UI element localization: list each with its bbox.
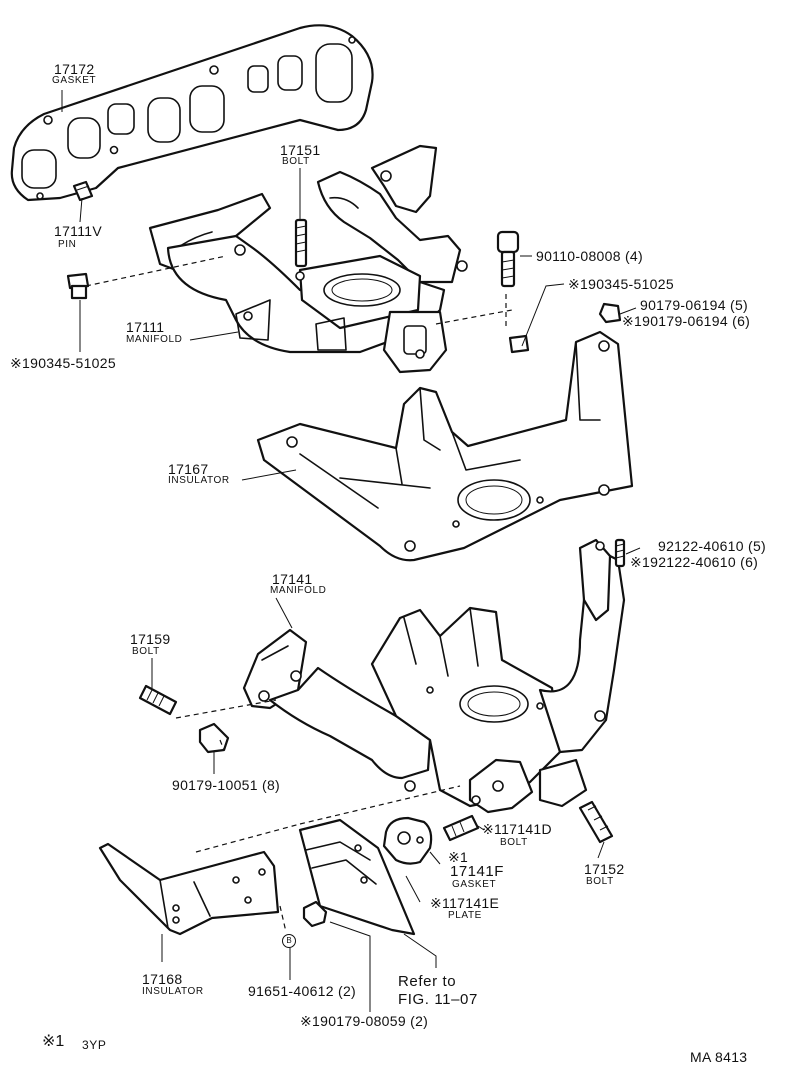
label-17168-number: 17168	[142, 971, 183, 987]
insulator-17168	[98, 842, 280, 936]
label-17141f-number: 17141F	[450, 863, 504, 880]
label-17111-number: 17111	[126, 319, 165, 335]
label-17152-name: BOLT	[586, 876, 614, 887]
label-91651-40612: 91651-40612 (2)	[248, 983, 357, 999]
label-17151-name: BOLT	[282, 156, 310, 167]
gasket-17141f	[382, 816, 433, 865]
label-90179-10051: 90179-10051 (8)	[172, 777, 281, 793]
label-17152-number: 17152	[584, 861, 625, 877]
label-90179-06194-b: ※190179-06194 (6)	[622, 313, 751, 329]
label-17159-name: BOLT	[132, 646, 160, 657]
label-17111-name: MANIFOLD	[126, 334, 183, 345]
label-17141d-number: ※117141D	[482, 821, 552, 837]
label-17141e-name: PLATE	[448, 910, 482, 921]
label-17141f-mark: ※1	[448, 849, 469, 865]
stud-left-190345	[66, 272, 90, 300]
label-17151-number: 17151	[280, 142, 321, 158]
bolt-90110-08008	[496, 230, 520, 288]
figure-code: MA 8413	[690, 1049, 748, 1065]
label-17111v-number: 17111V	[54, 223, 102, 239]
stud-right-190345	[508, 334, 530, 354]
label-17141e-number: ※117141E	[430, 895, 500, 911]
label-17141-name: MANIFOLD	[270, 585, 327, 596]
label-17141f-name: GASKET	[452, 879, 497, 890]
intake-gasket-17172	[10, 24, 374, 202]
legend-mark: ※1	[42, 1033, 65, 1050]
label-17111v-name: PIN	[58, 239, 77, 250]
insulator-17167	[256, 330, 634, 562]
nut-90179-08059	[302, 900, 328, 928]
label-92122-a: 92122-40610 (5)	[658, 538, 767, 554]
label-stud-left: ※190345-51025	[10, 355, 116, 371]
nut-90179-06194	[598, 302, 622, 324]
refer-to-line2: FIG. 11–07	[398, 991, 478, 1008]
label-stud-right: ※190345-51025	[568, 276, 674, 292]
label-90179-08059: ※190179-08059 (2)	[300, 1013, 429, 1029]
label-17141d-name: BOLT	[500, 837, 528, 848]
lower-manifold-17141	[242, 538, 626, 814]
heat-plate-ref-11-07	[298, 818, 416, 936]
label-92122-b: ※192122-40610 (6)	[630, 554, 759, 570]
label-17168-name: INSULATOR	[142, 986, 204, 997]
leader-lines	[61, 90, 641, 1012]
upper-manifold-17111	[148, 144, 468, 374]
pin-17111v	[72, 180, 94, 202]
label-17167-name: INSULATOR	[168, 475, 230, 486]
bolt-17141d	[442, 814, 480, 842]
nut-90179-10051	[198, 722, 230, 754]
label-17167-number: 17167	[168, 461, 209, 477]
label-17141-number: 17141	[272, 571, 313, 587]
label-17172-name: GASKET	[52, 75, 97, 86]
bolt-17159	[138, 684, 178, 716]
circle-b-marker: B	[282, 934, 296, 948]
label-90110-08008: 90110-08008 (4)	[536, 248, 643, 264]
label-17172-number: 17172	[54, 61, 95, 77]
label-90179-06194-a: 90179-06194 (5)	[640, 297, 749, 313]
bolt-17151	[294, 218, 308, 268]
stud-92122-40610	[614, 538, 626, 568]
bolt-17152	[578, 800, 614, 844]
refer-to-line1: Refer to	[398, 973, 457, 990]
legend-text: 3YP	[82, 1038, 107, 1052]
label-17159-number: 17159	[130, 631, 171, 647]
